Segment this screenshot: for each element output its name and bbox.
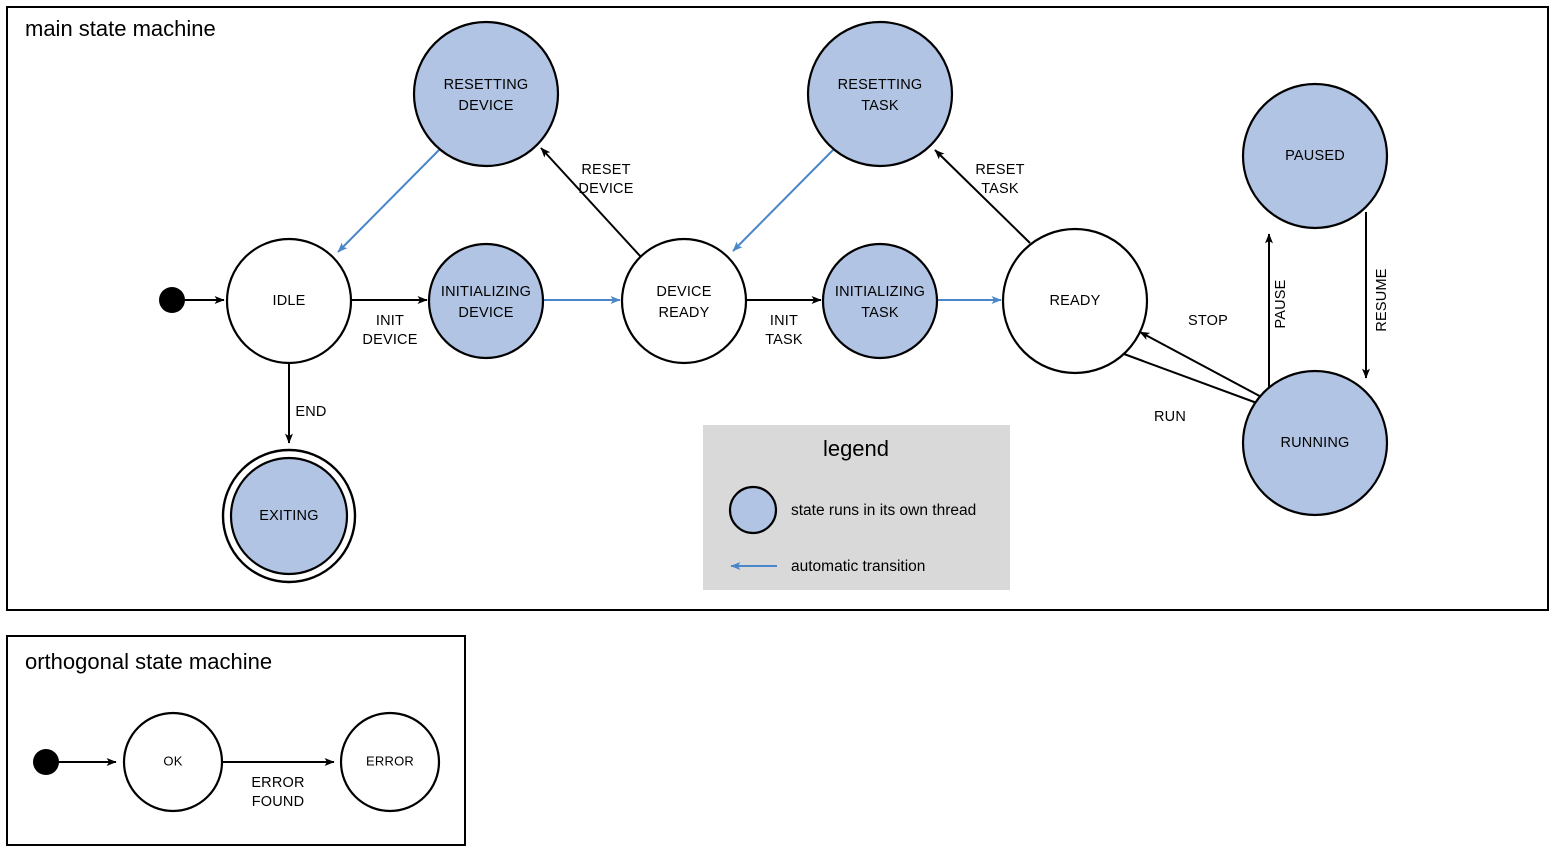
initial-pseudostate-orthogonal [33,749,59,775]
state-node-device-ready[interactable]: DEVICE READY [620,237,748,365]
transition-device-ready-to-initializing-task: INIT TASK [746,296,822,348]
edge-label-init-task-line2: TASK [765,332,803,348]
state-node-resetting-device[interactable]: RESETTING DEVICE [412,20,560,168]
transition-device-ready-to-resetting-device: RESET DEVICE [540,147,642,258]
state-node-ok[interactable]: OK [122,711,224,813]
state-label-exiting: EXITING [259,508,318,524]
state-label-initializing-task-line1: INITIALIZING [835,284,925,300]
transition-ready-to-resetting-task: RESET TASK [934,149,1031,244]
transition-running-to-ready: STOP [1139,313,1268,401]
edge-label-reset-task-line2: TASK [981,181,1019,197]
state-node-resetting-task[interactable]: RESETTING TASK [806,20,954,168]
state-label-paused: PAUSED [1285,148,1345,164]
state-node-exiting[interactable]: EXITING [221,448,357,584]
state-node-ready[interactable]: READY [1001,227,1149,375]
state-label-ready: READY [1050,293,1101,309]
blue-filled-circle-icon [728,485,778,535]
state-label-ok: OK [163,753,182,768]
state-label-resetting-device-line1: RESETTING [444,77,529,93]
state-node-running[interactable]: RUNNING [1241,369,1389,517]
main-frame-title: main state machine [25,16,216,41]
state-label-resetting-task-line1: RESETTING [838,77,923,93]
state-label-initializing-device-line2: DEVICE [458,305,513,321]
legend-title: legend [823,436,889,461]
transition-resetting-device-to-idle [337,149,440,253]
edge-label-error-found-line1: ERROR [251,775,304,791]
transition-idle-to-exiting: END [285,363,326,444]
legend: legend state runs in its own thread auto… [703,425,1010,590]
legend-entry-automatic-transition-text: automatic transition [791,558,925,575]
state-node-initializing-device[interactable]: INITIALIZING DEVICE [427,242,545,360]
legend-entry-threaded-state: state runs in its own thread [728,485,976,535]
edge-label-pause: PAUSE [1273,279,1289,328]
state-label-initializing-task-line2: TASK [861,305,899,321]
orthogonal-state-machine-frame [6,635,466,846]
state-node-idle[interactable]: IDLE [225,237,353,365]
edge-label-reset-task-line1: RESET [975,162,1024,178]
edge-label-reset-device-line1: RESET [581,162,630,178]
transition-resetting-task-to-device-ready [732,149,834,252]
state-label-device-ready-line2: READY [659,305,710,321]
state-label-idle: IDLE [272,293,305,309]
state-label-resetting-device-line2: DEVICE [458,98,513,114]
state-node-error[interactable]: ERROR [339,711,441,813]
edge-label-init-device-line1: INIT [376,313,404,329]
initial-pseudostate-main [159,287,185,313]
transition-start-to-idle [159,287,225,313]
transition-paused-to-running: RESUME [1362,212,1390,379]
transition-running-to-paused: PAUSE [1265,233,1289,400]
state-label-running: RUNNING [1280,435,1349,451]
legend-entry-threaded-state-text: state runs in its own thread [791,502,976,519]
edge-label-init-device-line2: DEVICE [362,332,417,348]
edge-label-stop: STOP [1188,313,1228,329]
edge-label-init-task-line1: INIT [770,313,798,329]
edge-label-reset-device-line2: DEVICE [578,181,633,197]
edge-label-resume: RESUME [1374,268,1390,331]
state-node-initializing-task[interactable]: INITIALIZING TASK [821,242,939,360]
state-label-device-ready-line1: DEVICE [656,284,711,300]
state-label-error: ERROR [366,753,414,768]
edge-label-run: RUN [1154,409,1186,425]
legend-entry-automatic-transition: automatic transition [730,558,925,575]
main-state-machine-frame [6,6,1549,611]
state-label-resetting-task-line2: TASK [861,98,899,114]
transition-start-to-ok [33,749,117,775]
state-node-paused[interactable]: PAUSED [1241,82,1389,230]
edge-label-error-found-line2: FOUND [252,794,305,810]
edge-label-end: END [295,404,326,420]
transition-ok-to-error: ERROR FOUND [222,758,335,810]
transition-ready-to-running: RUN [1123,353,1266,425]
state-label-initializing-device-line1: INITIALIZING [441,284,531,300]
orthogonal-frame-title: orthogonal state machine [25,649,272,674]
transition-idle-to-initializing-device: INIT DEVICE [351,296,428,348]
